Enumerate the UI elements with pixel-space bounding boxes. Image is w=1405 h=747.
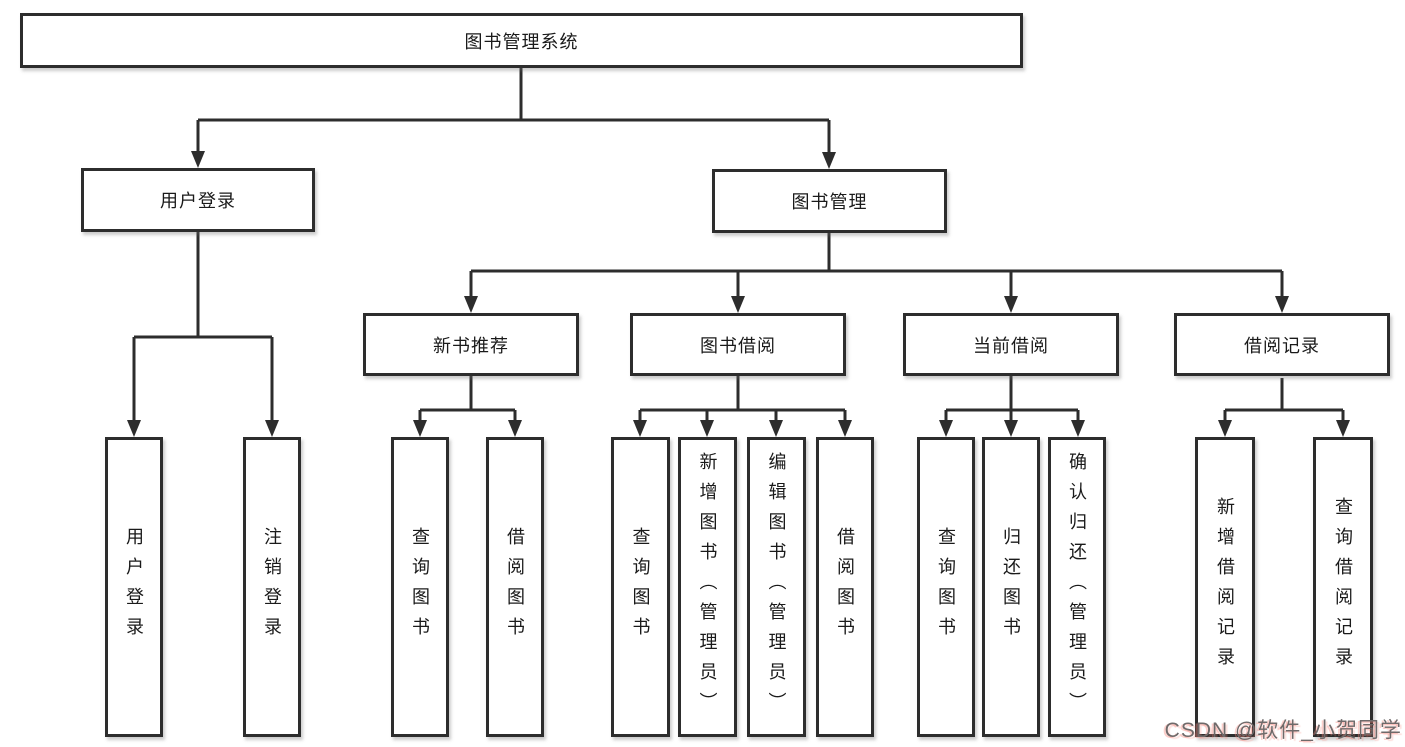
- node-leaf-nbr-borrow-book-label: 借阅图书: [505, 527, 525, 647]
- node-leaf-bb-edit-book-admin-label: 编辑图书（管理员）: [766, 452, 787, 722]
- node-leaf-bb-edit-book-admin: 编辑图书（管理员）: [747, 437, 806, 737]
- connector-bb-branch: [638, 376, 847, 422]
- arrow-to-nbr: [464, 296, 478, 313]
- arrow-to-leaf-bb-add: [700, 420, 714, 437]
- node-root-system: 图书管理系统: [20, 13, 1023, 68]
- arrow-to-leaf-bb-borrow: [838, 420, 852, 437]
- node-leaf-bb-borrow-book: 借阅图书: [816, 437, 874, 737]
- node-leaf-br-add-record: 新增借阅记录: [1195, 437, 1255, 737]
- node-borrow-record: 借阅记录: [1174, 313, 1390, 376]
- node-book-borrow: 图书借阅: [630, 313, 846, 376]
- connector-cb-branch: [944, 376, 1080, 422]
- connector-bookmgmt-branch: [469, 233, 1284, 298]
- arrow-to-leaf-cb-return: [1004, 420, 1018, 437]
- arrow-to-leaf-br-add: [1218, 420, 1232, 437]
- arrow-to-leaf-userlogin: [127, 420, 141, 437]
- arrow-to-br: [1275, 296, 1289, 313]
- node-leaf-nbr-query-book-label: 查询图书: [410, 527, 430, 647]
- node-leaf-cb-return-book: 归还图书: [982, 437, 1040, 737]
- node-leaf-logout-label: 注销登录: [262, 527, 282, 647]
- node-book-mgmt-branch: 图书管理: [712, 169, 947, 233]
- node-book-borrow-label: 图书借阅: [700, 335, 776, 356]
- node-leaf-logout: 注销登录: [243, 437, 301, 737]
- arrow-to-leaf-cb-confirm: [1071, 420, 1085, 437]
- node-leaf-user-login-label: 用户登录: [124, 527, 144, 647]
- connector-nbr-branch: [418, 376, 517, 422]
- connector-userlogin-branch: [132, 232, 274, 422]
- node-book-mgmt-label: 图书管理: [791, 192, 868, 212]
- arrow-to-bb: [731, 296, 745, 313]
- node-current-borrow-label: 当前借阅: [973, 335, 1049, 356]
- node-borrow-record-label: 借阅记录: [1244, 335, 1320, 356]
- node-new-book-recommend-label: 新书推荐: [433, 335, 509, 356]
- arrow-to-leaf-nbr-query: [413, 420, 427, 437]
- arrow-to-bookmgmt: [822, 152, 836, 169]
- arrow-to-leaf-nbr-borrow: [508, 420, 522, 437]
- arrowheads: [127, 151, 1350, 437]
- node-new-book-recommend: 新书推荐: [363, 313, 579, 376]
- node-leaf-br-query-record: 查询借阅记录: [1313, 437, 1373, 737]
- node-current-borrow: 当前借阅: [903, 313, 1119, 376]
- node-leaf-cb-query-book-label: 查询图书: [936, 527, 956, 647]
- arrow-to-leaf-br-query: [1336, 420, 1350, 437]
- node-leaf-cb-query-book: 查询图书: [917, 437, 975, 737]
- node-root-label: 图书管理系统: [464, 31, 579, 52]
- node-leaf-br-query-record-label: 查询借阅记录: [1333, 497, 1353, 677]
- node-leaf-bb-borrow-book-label: 借阅图书: [835, 527, 855, 647]
- connector-br-branch: [1223, 378, 1345, 422]
- arrow-to-userlogin: [191, 151, 205, 168]
- node-leaf-bb-query-book: 查询图书: [611, 437, 670, 737]
- node-user-login-label: 用户登录: [160, 191, 236, 211]
- node-user-login-branch: 用户登录: [81, 168, 315, 232]
- arrow-to-leaf-cb-query: [939, 420, 953, 437]
- node-leaf-bb-add-book-admin-label: 新增图书（管理员）: [697, 452, 718, 722]
- arrow-to-cb: [1004, 296, 1018, 313]
- node-leaf-nbr-query-book: 查询图书: [391, 437, 449, 737]
- node-leaf-bb-add-book-admin: 新增图书（管理员）: [678, 437, 737, 737]
- node-leaf-nbr-borrow-book: 借阅图书: [486, 437, 544, 737]
- node-leaf-cb-confirm-return-admin-label: 确认归还（管理员）: [1067, 452, 1087, 722]
- node-leaf-br-add-record-label: 新增借阅记录: [1215, 497, 1235, 677]
- arrow-to-leaf-bb-query: [633, 420, 647, 437]
- arrow-to-leaf-bb-edit: [769, 420, 783, 437]
- node-leaf-user-login: 用户登录: [105, 437, 163, 737]
- node-leaf-bb-query-book-label: 查询图书: [630, 527, 651, 647]
- node-leaf-cb-confirm-return-admin: 确认归还（管理员）: [1048, 437, 1106, 737]
- arrow-to-leaf-logout: [265, 420, 279, 437]
- connector-root-branch: [196, 68, 831, 154]
- node-leaf-cb-return-book-label: 归还图书: [1001, 527, 1021, 647]
- csdn-watermark: CSDN @软件_小贺同学: [1164, 719, 1402, 742]
